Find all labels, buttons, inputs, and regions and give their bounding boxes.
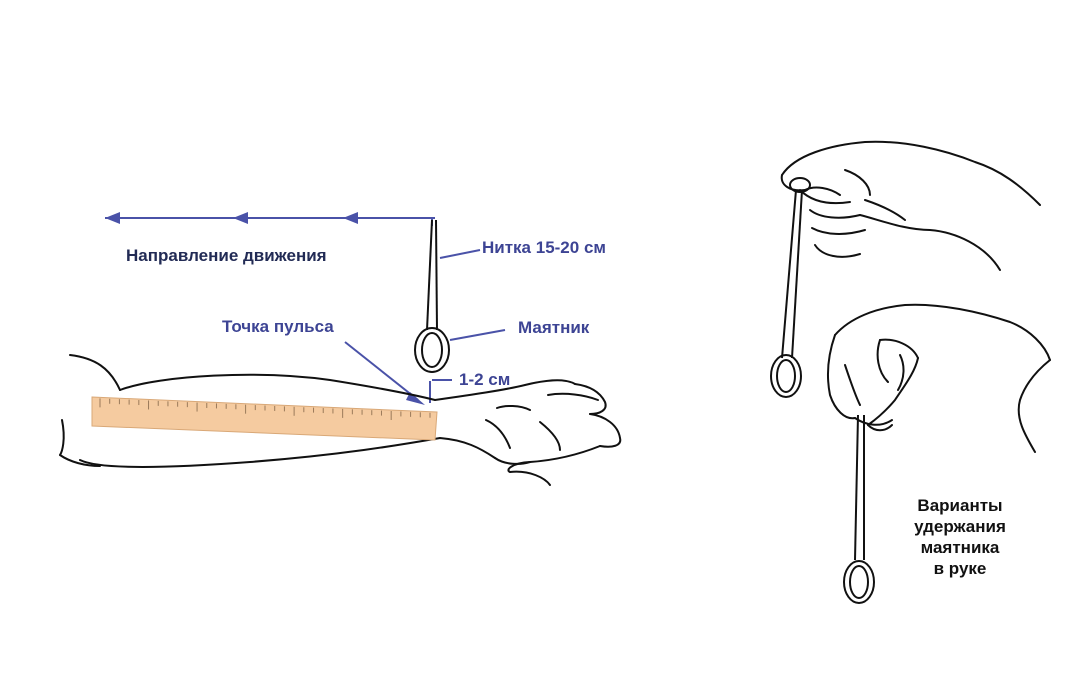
pendulum-ring-icon	[414, 219, 450, 373]
forearm-outline-icon	[59, 354, 622, 486]
pendulum-label: Маятник	[518, 318, 590, 337]
caption-line-4: в руке	[933, 559, 987, 578]
pulse-point-label: Точка пульса	[222, 317, 334, 336]
pendulum-ring-icon	[843, 414, 875, 604]
caption-line-2: удержания	[914, 517, 1006, 536]
holding-variants-caption: Варианты удержания маятника в руке	[890, 495, 1030, 579]
ruler-icon	[91, 396, 438, 441]
leader-lines	[344, 249, 506, 405]
pendulum-ring-icon	[770, 189, 803, 398]
caption-line-1: Варианты	[917, 496, 1003, 515]
thread-label: Нитка 15-20 см	[482, 238, 606, 257]
direction-label: Направление движения	[126, 246, 327, 265]
caption-line-3: маятника	[920, 538, 1000, 557]
gap-label: 1-2 см	[459, 370, 511, 389]
hand-pinch-top-icon	[780, 140, 1041, 271]
hand-pinch-bottom-icon	[826, 303, 1051, 453]
direction-arrow	[105, 212, 435, 226]
